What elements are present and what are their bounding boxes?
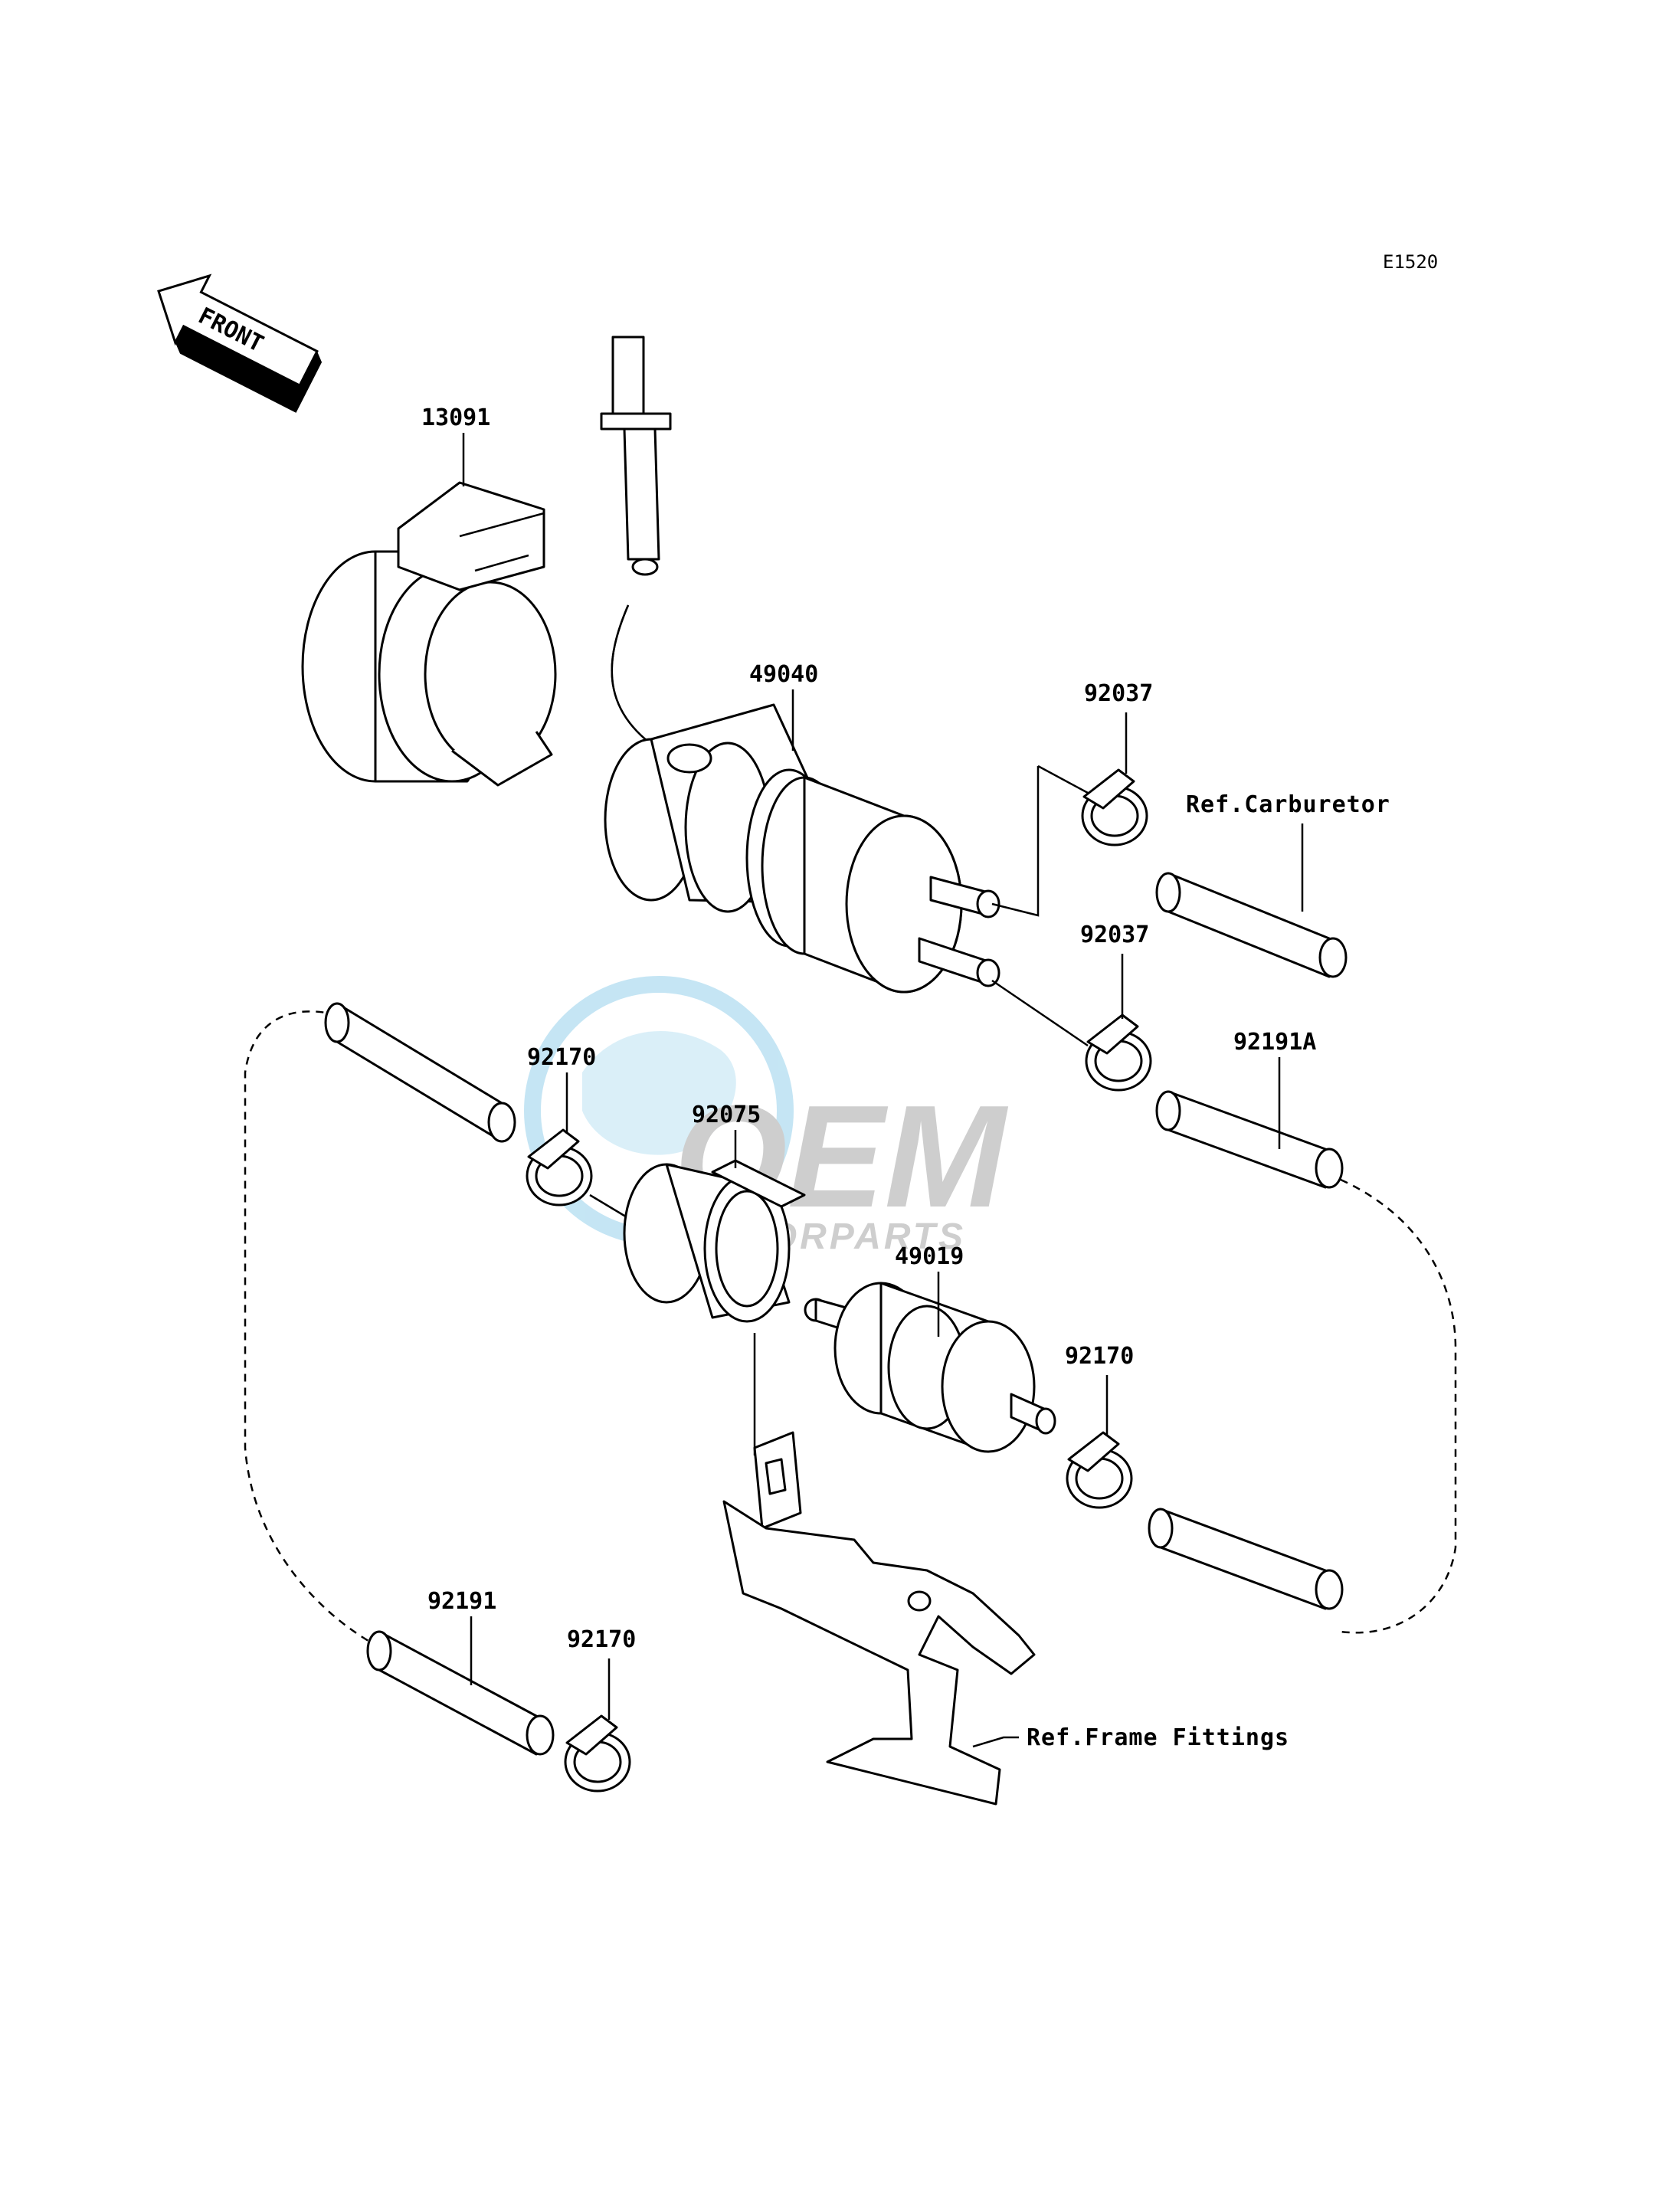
ref-carburetor[interactable]: Ref.Carburetor <box>1186 791 1390 818</box>
front-arrow-icon: FRONT <box>157 273 323 413</box>
hose-92191A[interactable] <box>1155 1090 1344 1189</box>
label-49040[interactable]: 49040 <box>749 661 818 688</box>
label-13091[interactable]: 13091 <box>421 404 490 431</box>
part-92170-clamp-left[interactable] <box>526 1128 593 1207</box>
part-92075-holder[interactable] <box>623 1159 806 1323</box>
label-92191A[interactable]: 92191A <box>1233 1029 1316 1056</box>
hose-92191[interactable] <box>366 1630 555 1756</box>
part-92170-clamp-right[interactable] <box>1066 1431 1133 1509</box>
bracket-frame-fittings[interactable] <box>722 1431 1036 1806</box>
leader-92037-top <box>991 712 1128 917</box>
hose-carburetor[interactable] <box>1155 872 1348 978</box>
label-49019[interactable]: 49019 <box>895 1243 964 1270</box>
label-92191[interactable]: 92191 <box>427 1588 496 1615</box>
leader-92037-bottom <box>991 954 1124 1047</box>
ref-frame-fittings[interactable]: Ref.Frame Fittings <box>1027 1724 1289 1751</box>
part-92037-clamp-bottom[interactable] <box>1085 1013 1152 1092</box>
label-92170-left[interactable]: 92170 <box>527 1044 596 1071</box>
label-92037-top[interactable]: 92037 <box>1084 680 1153 707</box>
part-92170-clamp-bottom[interactable] <box>564 1714 631 1793</box>
hose-upper-left[interactable] <box>324 1002 516 1143</box>
leader-frame-fittings <box>972 1736 1019 1748</box>
leader-92170-left <box>565 1072 629 1220</box>
label-92170-right[interactable]: 92170 <box>1065 1343 1134 1370</box>
part-49019-fuel-filter[interactable] <box>804 1282 1056 1453</box>
label-92170-bottom[interactable]: 92170 <box>567 1626 636 1653</box>
part-13091-damper[interactable] <box>301 481 557 787</box>
label-92037-bottom[interactable]: 92037 <box>1080 922 1149 948</box>
hose-route-right <box>1340 1178 1457 1634</box>
hose-route-left <box>244 1010 380 1649</box>
part-92037-clamp-top[interactable] <box>1081 768 1148 846</box>
label-92075[interactable]: 92075 <box>692 1102 761 1128</box>
hose-lower-right[interactable] <box>1148 1508 1344 1610</box>
part-49040-fuel-pump[interactable] <box>600 336 1000 994</box>
diagram-code: E1520 <box>1383 251 1438 273</box>
